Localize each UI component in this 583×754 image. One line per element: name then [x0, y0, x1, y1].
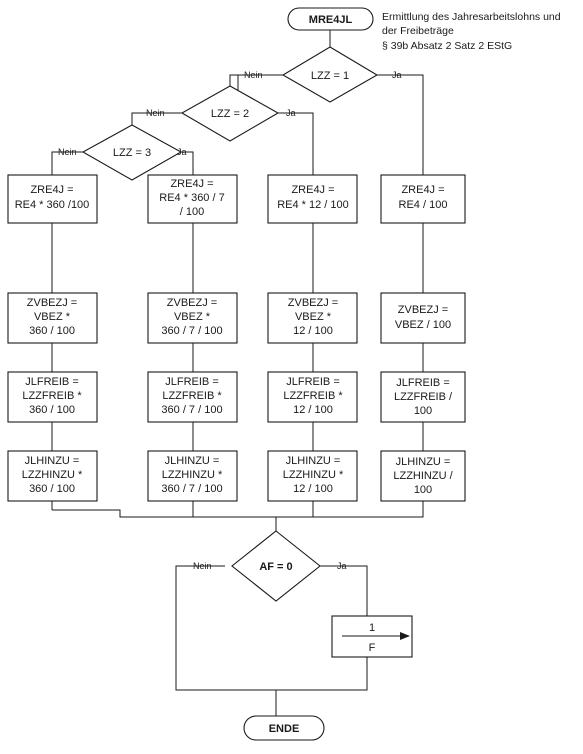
description-line-2: der Freibeträge: [382, 25, 454, 37]
f-box-denominator: F: [369, 642, 376, 654]
column-3: ZRE4J = RE4 * 12 / 100 ZVBEZJ = VBEZ * 1…: [267, 174, 358, 502]
col1-jlfreib-line-1: JLFREIB =: [25, 376, 79, 388]
col1-zvbezj-line-3: 360 / 100: [29, 325, 75, 337]
decision-af-no: Nein: [193, 561, 212, 571]
header-description: Ermittlung des Jahresarbeitslohns und de…: [382, 11, 561, 52]
column-4: ZRE4J = RE4 / 100 ZVBEZJ = VBEZ / 100 JL…: [380, 174, 466, 502]
decision-lzz-2-yes: Ja: [286, 108, 296, 118]
col4-zvbezj-line-2: VBEZ / 100: [395, 319, 451, 331]
col3-jlhinzu-line-2: LZZHINZU *: [283, 469, 344, 481]
decision-lzz-1-no: Nein: [244, 70, 263, 80]
decision-lzz-2-label: LZZ = 2: [211, 108, 249, 120]
decision-lzz-3-no: Nein: [58, 147, 77, 157]
decision-lzz-3-yes: Ja: [177, 147, 187, 157]
decision-lzz-3-label: LZZ = 3: [113, 147, 151, 159]
description-line-1: Ermittlung des Jahresarbeitslohns und: [382, 11, 561, 23]
col1-jlhinzu-line-1: JLHINZU =: [25, 455, 80, 467]
connector-lines: [51, 30, 424, 716]
col2-jlhinzu-line-2: LZZHINZU *: [162, 469, 223, 481]
col1-jlfreib-line-2: LZZFREIB *: [22, 390, 82, 402]
description-line-3: § 39b Absatz 2 Satz 2 EStG: [382, 40, 512, 52]
col3-jlfreib-line-3: 12 / 100: [293, 404, 333, 416]
col2-zre4j-line-2: RE4 * 360 / 7: [159, 192, 224, 204]
col2-zvbezj-line-2: VBEZ *: [174, 311, 211, 323]
end-label: ENDE: [269, 723, 300, 735]
col4-jlhinzu-line-3: 100: [414, 484, 432, 496]
col4-jlhinzu-line-2: LZZHINZU /: [393, 470, 453, 482]
col2-jlfreib-line-3: 360 / 7 / 100: [161, 404, 222, 416]
col4-zre4j-line-2: RE4 / 100: [399, 199, 448, 211]
col2-jlfreib-line-1: JLFREIB =: [165, 376, 219, 388]
col1-jlfreib-line-3: 360 / 100: [29, 404, 75, 416]
col1-jlhinzu-line-3: 360 / 100: [29, 483, 75, 495]
col3-zvbezj-line-2: VBEZ *: [295, 311, 332, 323]
col1-zre4j-line-2: RE4 * 360 /100: [15, 199, 90, 211]
col4-jlfreib-line-2: LZZFREIB /: [394, 391, 453, 403]
col4-jlfreib-line-3: 100: [414, 405, 432, 417]
decision-af: AF = 0 Nein Ja: [193, 530, 347, 602]
decision-lzz-1-yes: Ja: [392, 70, 402, 80]
decision-af-yes: Ja: [337, 561, 347, 571]
f-box: 1 F: [331, 615, 413, 658]
col2-jlhinzu-line-3: 360 / 7 / 100: [161, 483, 222, 495]
decision-lzz-1: LZZ = 1 Nein Ja: [244, 46, 402, 103]
col1-zvbezj-line-2: VBEZ *: [34, 311, 71, 323]
col3-jlhinzu-line-3: 12 / 100: [293, 483, 333, 495]
col4-jlhinzu-line-1: JLHINZU =: [396, 456, 451, 468]
col2-jlfreib-line-2: LZZFREIB *: [162, 390, 222, 402]
col4-zvbezj-line-1: ZVBEZJ =: [398, 304, 448, 316]
column-1: ZRE4J = RE4 * 360 /100 ZVBEZJ = VBEZ * 3…: [7, 174, 98, 502]
start-terminator: MRE4JL: [287, 7, 374, 31]
end-terminator: ENDE: [243, 715, 325, 741]
decision-lzz-3: LZZ = 3 Nein Ja: [58, 124, 187, 181]
col2-zre4j-line-3: / 100: [180, 206, 204, 218]
col4-jlfreib-line-1: JLFREIB =: [396, 377, 450, 389]
f-box-arrow-head: [400, 632, 410, 640]
decision-lzz-1-label: LZZ = 1: [311, 70, 349, 82]
col3-jlfreib-line-1: JLFREIB =: [286, 376, 340, 388]
col4-zre4j-line-1: ZRE4J =: [401, 184, 444, 196]
col3-zre4j-line-1: ZRE4J =: [291, 184, 334, 196]
decision-lzz-2: LZZ = 2 Nein Ja: [146, 85, 296, 142]
col1-zvbezj-line-1: ZVBEZJ =: [27, 297, 77, 309]
col1-jlhinzu-line-2: LZZHINZU *: [22, 469, 83, 481]
column-2: ZRE4J = RE4 * 360 / 7 / 100 ZVBEZJ = VBE…: [147, 174, 238, 502]
col3-zre4j-line-2: RE4 * 12 / 100: [277, 199, 349, 211]
col3-zvbezj-line-3: 12 / 100: [293, 325, 333, 337]
col3-jlfreib-line-2: LZZFREIB *: [283, 390, 343, 402]
col1-zre4j-line-1: ZRE4J =: [30, 184, 73, 196]
f-box-numerator: 1: [369, 622, 375, 634]
start-label: MRE4JL: [309, 14, 353, 26]
col2-zre4j-line-1: ZRE4J =: [170, 178, 213, 190]
col2-zvbezj-line-1: ZVBEZJ =: [167, 297, 217, 309]
col3-jlhinzu-line-1: JLHINZU =: [286, 455, 341, 467]
decision-af-label: AF = 0: [259, 561, 292, 573]
col2-jlhinzu-line-1: JLHINZU =: [165, 455, 220, 467]
col3-zvbezj-line-1: ZVBEZJ =: [288, 297, 338, 309]
col2-zvbezj-line-3: 360 / 7 / 100: [161, 325, 222, 337]
decision-lzz-2-no: Nein: [146, 108, 165, 118]
